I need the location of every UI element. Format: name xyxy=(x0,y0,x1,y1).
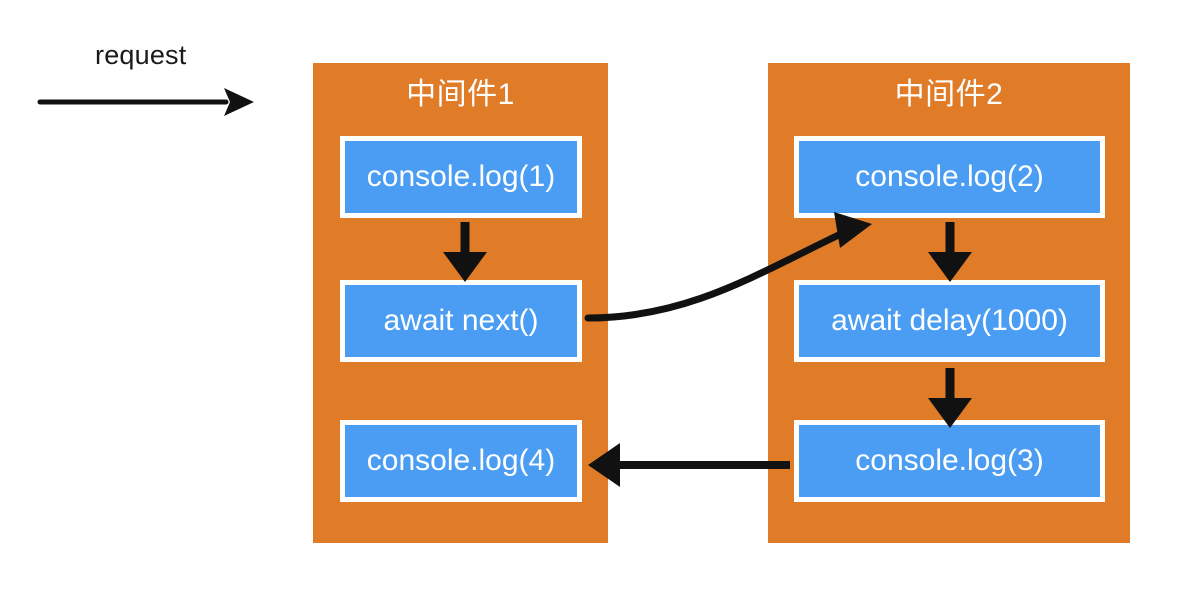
mw1-step-console-log-1[interactable]: console.log(1) xyxy=(340,136,582,218)
middleware-2-container: 中间件2 console.log(2) await delay(1000) co… xyxy=(768,63,1130,543)
middleware-1-title: 中间件1 xyxy=(406,78,515,111)
mw2-step-await-delay[interactable]: await delay(1000) xyxy=(794,280,1105,362)
mw2-step-console-log-2[interactable]: console.log(2) xyxy=(794,136,1105,218)
mw1-step-console-log-4[interactable]: console.log(4) xyxy=(340,420,582,502)
middleware-1-container: 中间件1 console.log(1) await next() console… xyxy=(313,63,608,543)
mw2-log3-to-mw1-log4-arrow xyxy=(588,443,790,487)
request-label: request xyxy=(95,40,187,70)
mw2-step-console-log-3[interactable]: console.log(3) xyxy=(794,420,1105,502)
middleware-2-title: 中间件2 xyxy=(894,78,1004,111)
mw1-step-await-next[interactable]: await next() xyxy=(340,280,582,362)
request-arrow-icon xyxy=(37,88,254,116)
